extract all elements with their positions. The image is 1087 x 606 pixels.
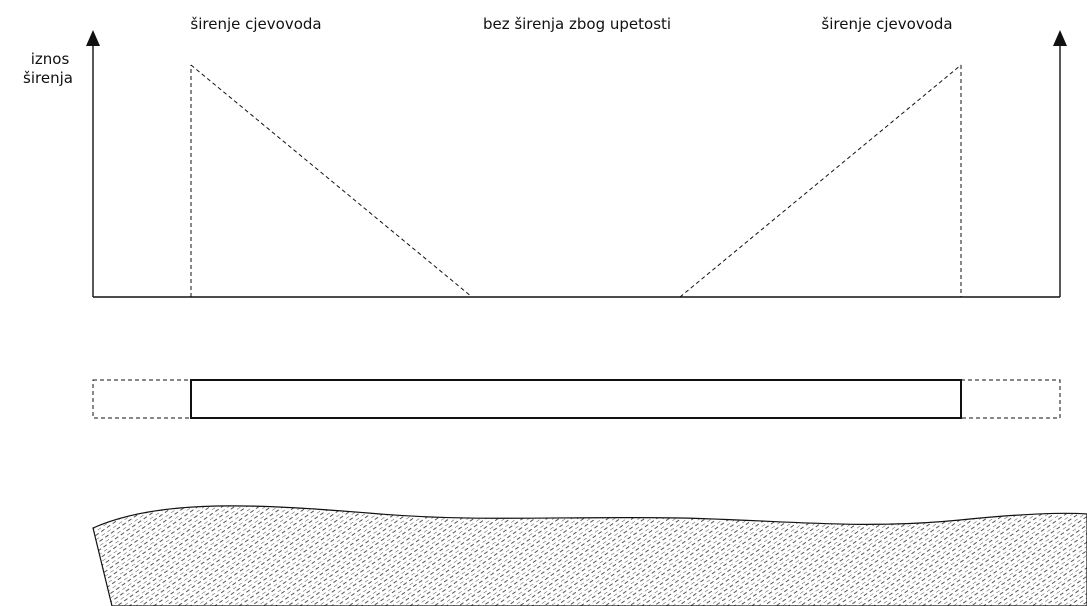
label-expansion-right: širenje cjevovoda	[821, 15, 953, 33]
expansion-profile	[190, 64, 962, 298]
pipe-body	[190, 379, 962, 419]
right-expansion-slope	[679, 64, 962, 298]
left-expansion-slope	[190, 64, 473, 298]
label-expansion-left: širenje cjevovoda	[190, 15, 322, 33]
ground	[92, 505, 1087, 606]
y-axis-label-line2: širenja	[23, 69, 73, 87]
label-no-expansion: bez širenja zbog upetosti	[482, 15, 672, 33]
y-axis-label-line1: iznos	[30, 50, 70, 68]
pipe	[92, 379, 1061, 419]
arrow-up-icon	[1053, 30, 1067, 46]
arrow-up-icon	[86, 30, 100, 46]
axes	[86, 30, 1067, 298]
